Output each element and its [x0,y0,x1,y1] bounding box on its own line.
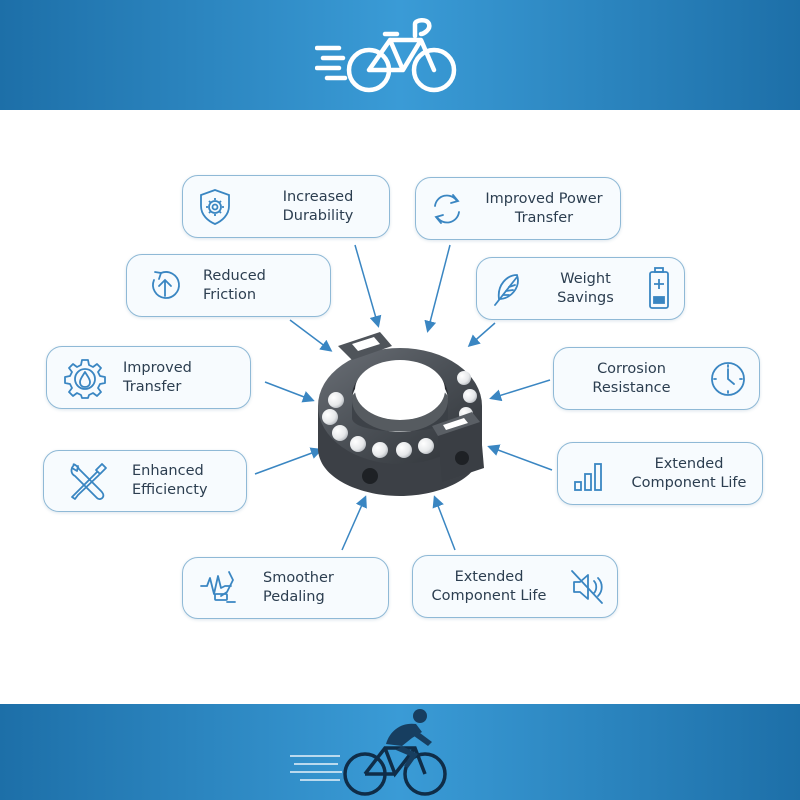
benefit-title-line2: Pedaling [263,589,325,605]
benefit-title-line1: Reduced [203,267,266,284]
arrow-power [424,244,451,333]
gear-drop-icon [64,358,106,399]
feather-icon [494,273,519,306]
benefit-card-transfer: Improved Transfer [46,346,251,409]
up-arrow-cycle-icon [152,270,180,299]
benefit-card-power: Improved Power Transfer [415,177,621,240]
arrow-pedaling [341,495,367,551]
pedal-wave-icon [200,571,236,603]
benefit-title-line2: Transfer [123,378,182,395]
muted-speaker-icon [571,569,603,604]
benefit-title-line2: Savings [557,289,614,306]
footer-band [0,704,800,800]
clock-icon [711,361,745,396]
shield-gear-icon [200,188,230,225]
benefit-title-line1: Extended [454,568,524,585]
arrow-corrosion [489,379,551,402]
benefit-title-line2: Component Life [631,474,747,491]
benefit-title-line1: Improved Power [485,190,603,207]
ball-bearing-icon [318,332,484,496]
benefit-title-line2: Transfer [514,209,574,226]
benefit-title-line1: Corrosion [597,360,666,377]
benefit-card-life-bottom: Extended Component Life [412,555,618,618]
arrow-weight [467,322,496,347]
benefit-card-friction: Reduced Friction [126,254,331,317]
header-band [0,0,800,110]
benefit-title-line1: Improved [123,359,192,376]
benefit-title-line2: Friction [203,286,257,303]
benefit-title-line2: Durability [282,207,354,224]
benefit-card-life-right: Extended Component Life [557,442,763,505]
benefit-title-line2: Component Life [431,587,547,604]
arrow-durability [354,244,382,328]
benefit-card-corrosion: Corrosion Resistance [553,347,760,410]
battery-icon [649,266,669,309]
arrow-transfer [264,381,315,403]
arrow-efficiency [254,447,323,475]
speed-bike-icon [315,18,457,93]
benefit-title-line1: Increased [282,188,354,205]
wrench-screwdriver-icon [70,463,107,500]
cycle-arrows-icon [434,193,460,224]
bar-chart-icon [574,462,602,491]
benefit-title-line1: Weight [560,270,611,287]
benefit-title-line2: Resistance [592,379,671,396]
arrow-life-right [487,444,553,471]
benefit-title-line1: Smoother [263,570,334,586]
benefit-title-line2: Efficiencty [132,482,208,498]
benefit-card-pedaling: Smoother Pedaling [182,557,389,619]
benefit-card-durability: Increased Durability [182,175,390,238]
cyclist-icon [290,709,447,796]
benefit-card-weight: Weight Savings [476,257,685,320]
arrow-life-bottom [432,495,456,551]
benefit-card-efficiency: Enhanced Efficiencty [43,450,247,512]
benefit-title-line1: Extended [654,455,724,472]
arrow-friction [289,319,333,352]
benefit-title-line1: Enhanced [132,463,204,479]
